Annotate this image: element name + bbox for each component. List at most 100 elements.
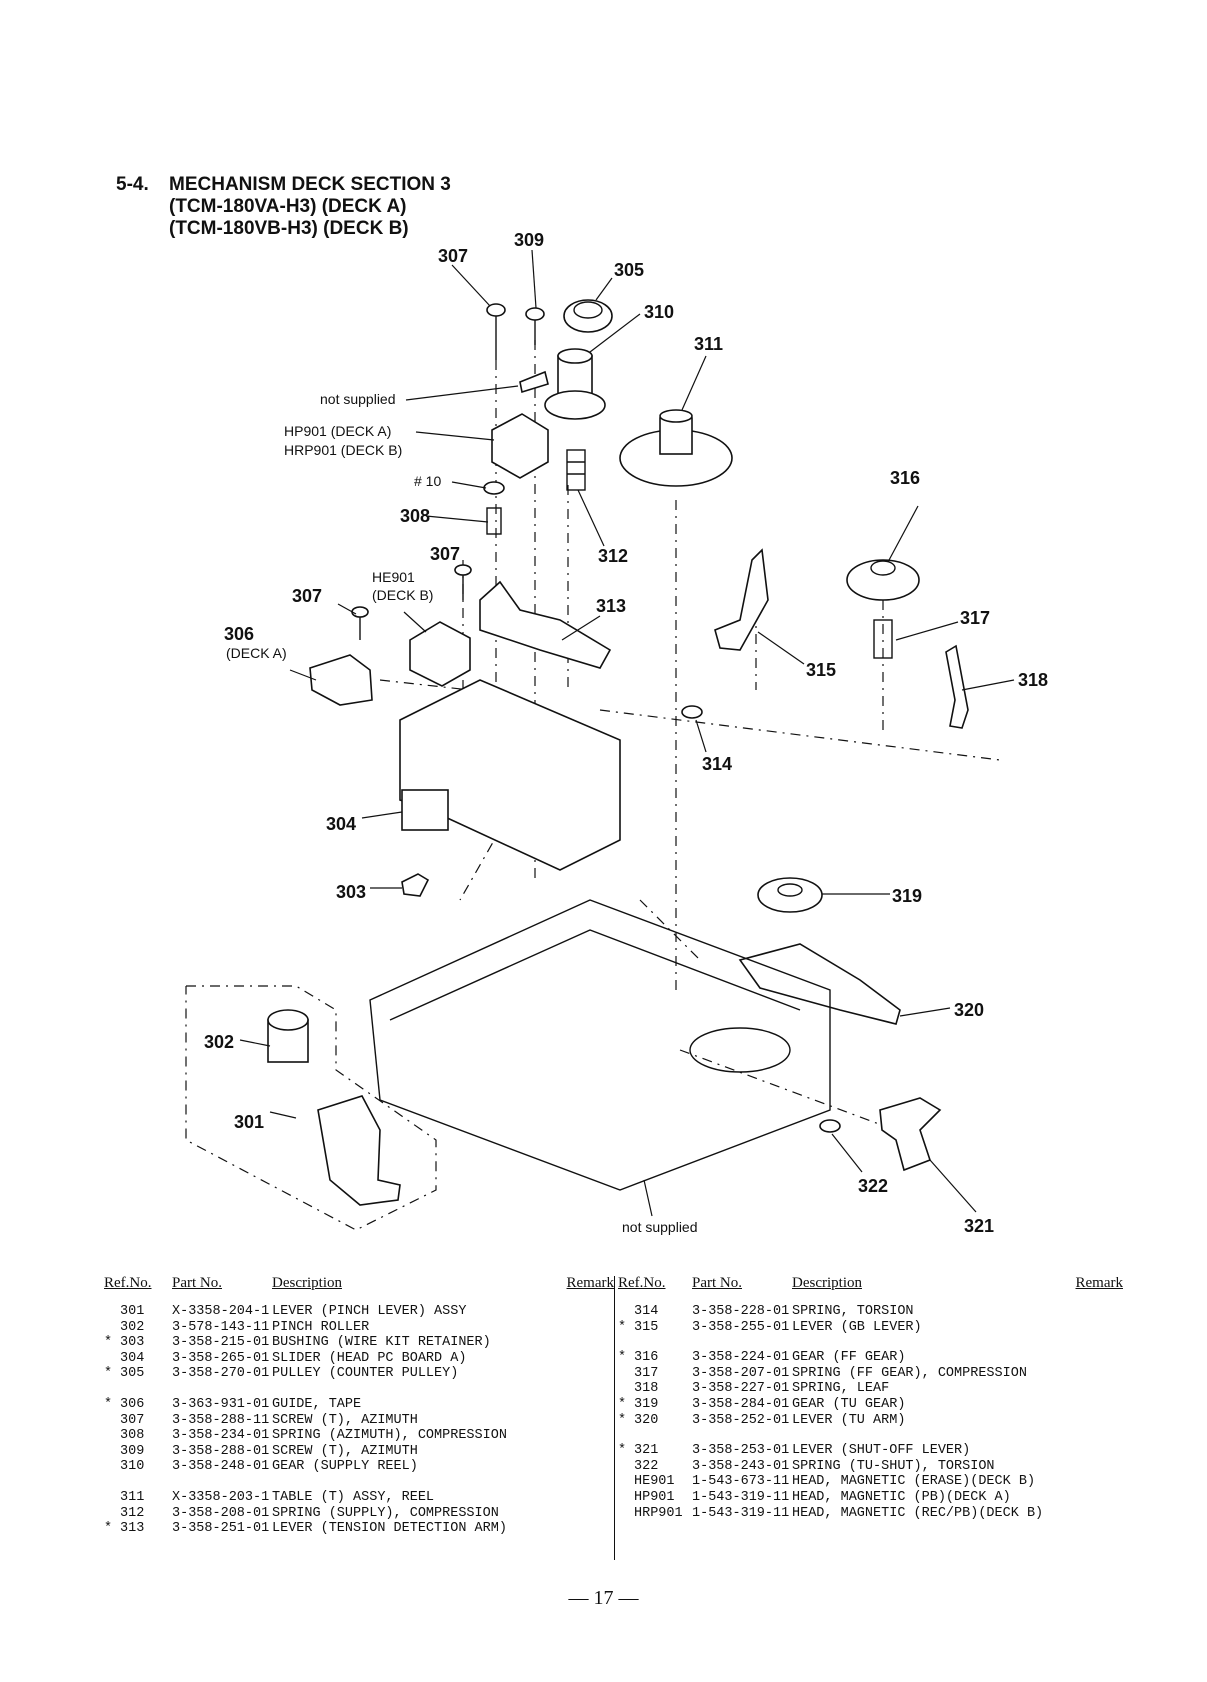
- callout-305: 305: [614, 260, 644, 280]
- callout-306: 306: [224, 624, 254, 644]
- row-part-no: 3-358-284-01: [692, 1396, 790, 1412]
- callout-302: 302: [204, 1032, 234, 1052]
- note-washer-10: # 10: [414, 473, 441, 489]
- row-description: GUIDE, TAPE: [272, 1396, 362, 1412]
- row-ref-no: 315: [634, 1319, 659, 1335]
- callout-308: 308: [400, 506, 430, 526]
- row-part-no: 1-543-673-11: [692, 1474, 790, 1490]
- row-part-no: 3-358-215-01: [172, 1335, 270, 1351]
- header-remark: Remark: [1075, 1275, 1123, 1291]
- note-not-supplied-top: not supplied: [320, 391, 396, 407]
- row-mark: *: [618, 1412, 627, 1428]
- row-part-no: 3-358-228-01: [692, 1304, 790, 1319]
- row-mark: [618, 1490, 634, 1506]
- row-description: PULLEY (COUNTER PULLEY): [272, 1366, 459, 1382]
- row-description: LEVER (TU ARM): [792, 1412, 906, 1428]
- exploded-view-diagram: 307 309 305 310 311 316 308 307 312 307 …: [185, 230, 1048, 1236]
- row-mark: *: [618, 1396, 627, 1412]
- row-mark: [618, 1474, 634, 1490]
- section-number: 5-4.: [116, 174, 149, 195]
- row-part-no: 3-358-253-01: [692, 1443, 790, 1459]
- note-not-supplied-bottom: not supplied: [622, 1219, 698, 1235]
- row-description: LEVER (GB LEVER): [792, 1319, 922, 1335]
- parts-table-left-header: Ref.No. Part No. Description Remark: [104, 1275, 614, 1304]
- row-ref-no: 322: [634, 1458, 659, 1474]
- row-description: SPRING, LEAF: [792, 1381, 890, 1397]
- row-ref-no: 320: [634, 1412, 659, 1428]
- row-mark: [618, 1366, 634, 1382]
- row-mark: [104, 1428, 120, 1444]
- row-description: LEVER (PINCH LEVER) ASSY: [272, 1304, 467, 1319]
- row-ref-no: 301: [120, 1304, 145, 1319]
- row-ref-no: 318: [634, 1381, 659, 1397]
- row-mark: [104, 1490, 120, 1506]
- row-mark: [104, 1506, 120, 1522]
- row-description: SCREW (T), AZIMUTH: [272, 1443, 418, 1459]
- row-description: HEAD, MAGNETIC (PB)(DECK A): [792, 1489, 1011, 1505]
- header-description: Description: [272, 1275, 342, 1291]
- row-part-no: 3-358-224-01: [692, 1350, 790, 1366]
- row-description: SPRING (TU-SHUT), TORSION: [792, 1458, 995, 1474]
- note-labels: not supplied HP901 (DECK A) HRP901 (DECK…: [226, 391, 698, 1235]
- page-number: — 17 —: [568, 1587, 639, 1609]
- row-part-no: 3-358-270-01: [172, 1366, 270, 1382]
- row-ref-no: 313: [120, 1521, 145, 1537]
- row-description: SCREW (T), AZIMUTH: [272, 1412, 418, 1428]
- callout-322: 322: [858, 1176, 888, 1196]
- callout-303: 303: [336, 882, 366, 902]
- row-mark: *: [618, 1350, 627, 1366]
- row-ref-no: 304: [120, 1350, 145, 1366]
- row-description: GEAR (SUPPLY REEL): [272, 1459, 418, 1475]
- row-part-no: 3-358-252-01: [692, 1412, 790, 1428]
- callout-321: 321: [964, 1216, 994, 1236]
- row-description: SPRING, TORSION: [792, 1304, 914, 1319]
- callout-315: 315: [806, 660, 836, 680]
- row-part-no: 3-358-288-11: [172, 1412, 270, 1428]
- callout-304: 304: [326, 814, 356, 834]
- row-part-no: 3-358-288-01: [172, 1443, 270, 1459]
- row-description: SPRING (FF GEAR), COMPRESSION: [792, 1365, 1027, 1381]
- callout-307-left: 307: [292, 586, 322, 606]
- part-shapes: [267, 299, 969, 1206]
- callout-labels: 307 309 305 310 311 316 308 307 312 307 …: [204, 230, 1048, 1236]
- callout-314: 314: [702, 754, 732, 774]
- row-description: PINCH ROLLER: [272, 1319, 370, 1335]
- row-part-no: 3-358-251-01: [172, 1521, 270, 1537]
- section-title: MECHANISM DECK SECTION 3: [169, 174, 451, 195]
- row-description: HEAD, MAGNETIC (REC/PB)(DECK B): [792, 1505, 1044, 1521]
- row-mark: *: [618, 1443, 627, 1459]
- note-deck-a: (DECK A): [226, 645, 287, 661]
- row-mark: *: [618, 1319, 627, 1335]
- note-deck-b: (DECK B): [372, 587, 433, 603]
- callout-317: 317: [960, 608, 990, 628]
- header-remark: Remark: [566, 1275, 614, 1291]
- row-description: GEAR (TU GEAR): [792, 1396, 906, 1412]
- row-ref-no: 321: [634, 1443, 659, 1459]
- row-description: SLIDER (HEAD PC BOARD A): [272, 1350, 467, 1366]
- row-mark: [104, 1459, 120, 1475]
- callout-301: 301: [234, 1112, 264, 1132]
- group-spacer: [618, 1428, 1123, 1443]
- row-description: LEVER (TENSION DETECTION ARM): [272, 1521, 507, 1537]
- header-part-no: Part No.: [172, 1275, 222, 1291]
- callout-307: 307: [438, 246, 468, 266]
- row-ref-no: 317: [634, 1365, 659, 1381]
- row-ref-no: 306: [120, 1396, 145, 1412]
